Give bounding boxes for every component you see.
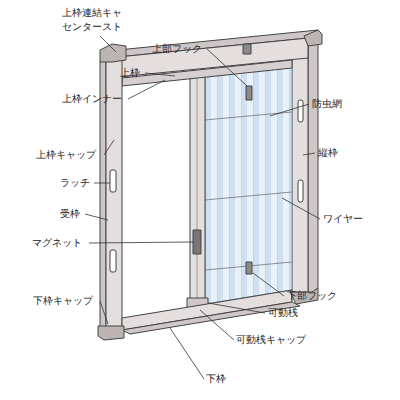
part-label: 上部フック	[152, 42, 202, 56]
part-label: ワイヤー	[323, 212, 363, 226]
part-label: ラッチ	[60, 176, 90, 190]
part-label: 上枠インナー	[62, 92, 122, 106]
part-label: 上枠キャップ	[36, 148, 96, 162]
part-label: 下枠	[206, 372, 226, 386]
part-label: 上枠連結キャ センタースト	[62, 6, 128, 34]
part-label: 縦枠	[318, 146, 338, 160]
part-label: 可動桟キャップ	[236, 333, 306, 347]
part-label: 下部フック	[287, 289, 337, 303]
part-label: マグネット	[32, 236, 82, 250]
part-label: 可動桟	[268, 306, 298, 320]
part-label: 上枠	[120, 66, 140, 80]
leader-lines	[85, 36, 320, 379]
part-label: 防虫網	[312, 97, 342, 111]
part-label: 受枠	[60, 207, 80, 221]
part-label: 下枠キャップ	[33, 294, 93, 308]
